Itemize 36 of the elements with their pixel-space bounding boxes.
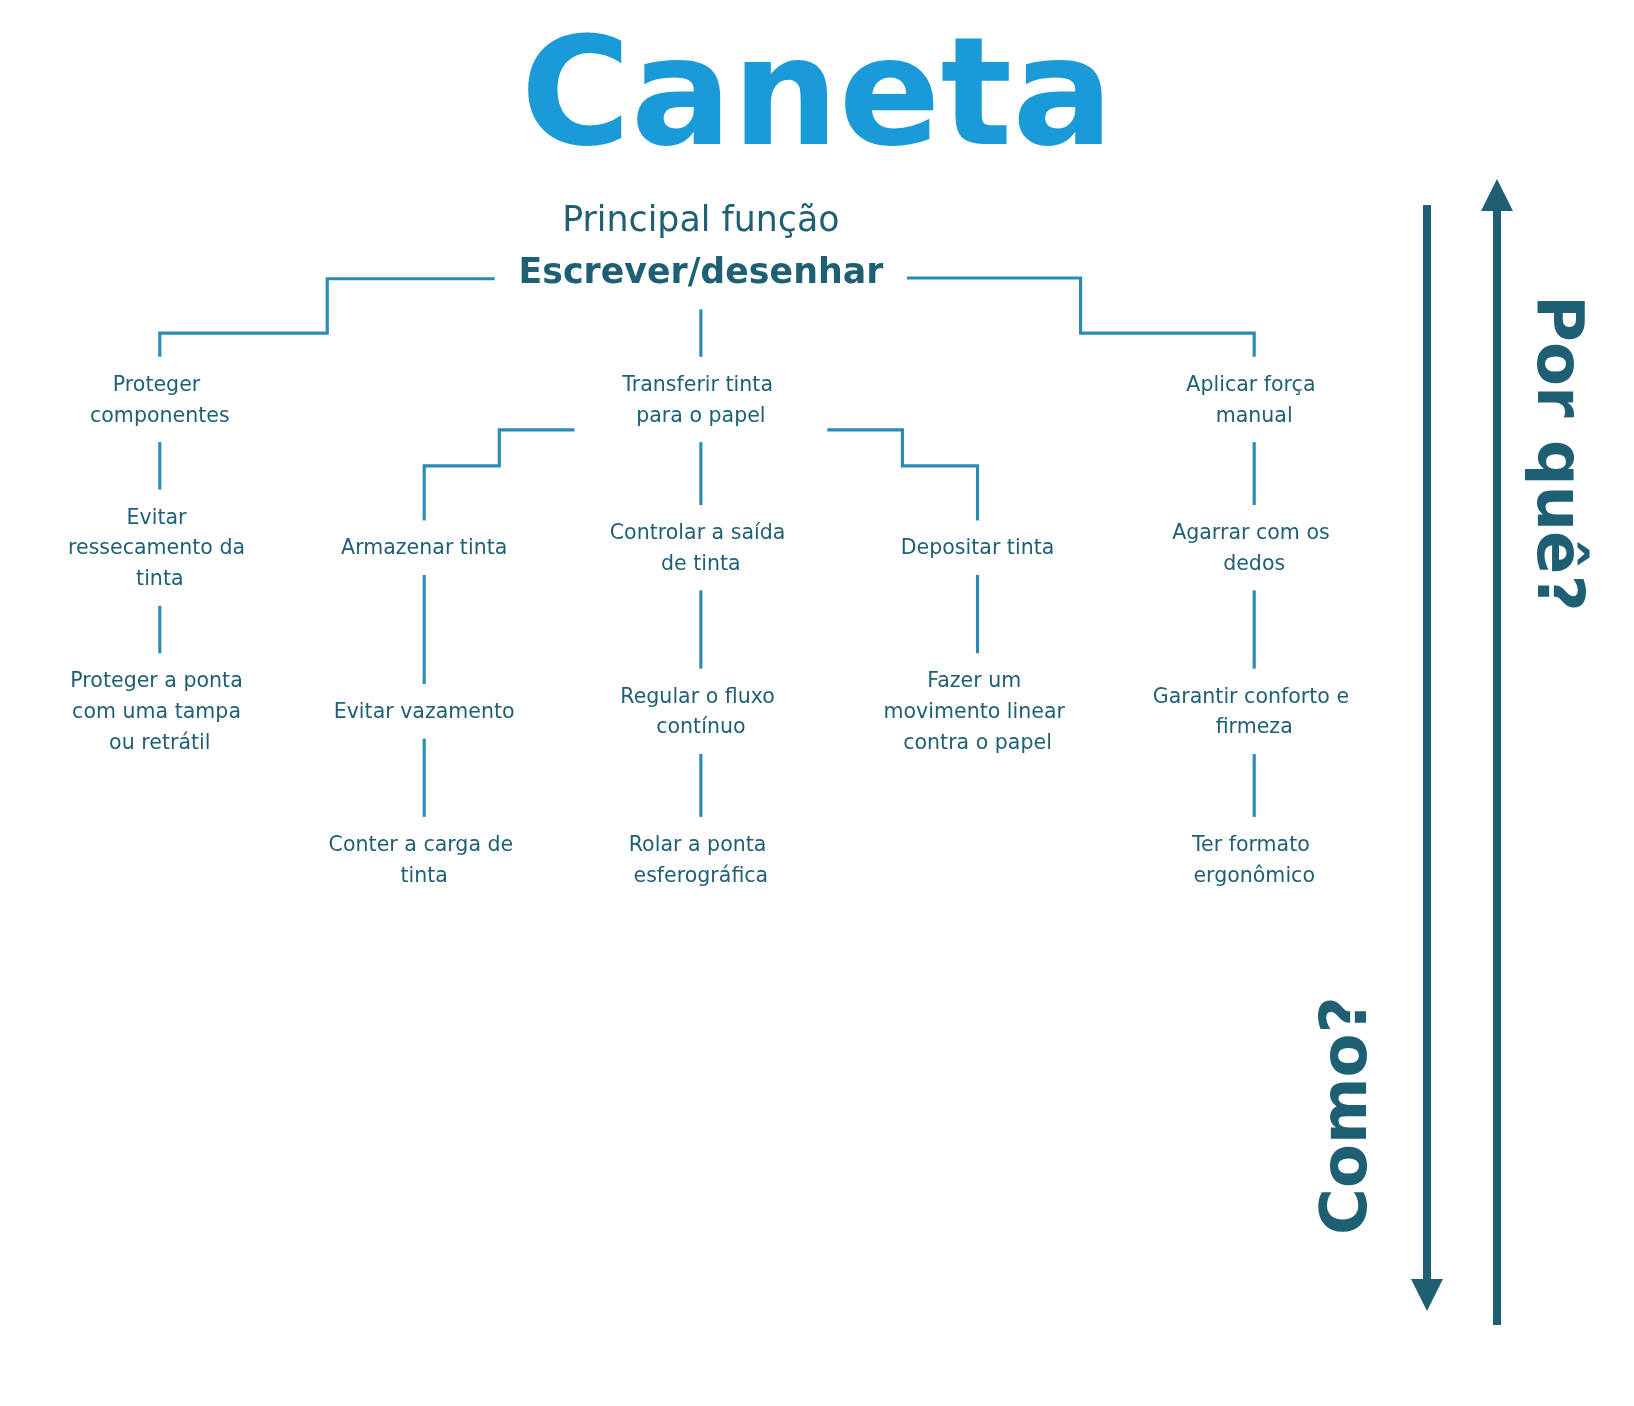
node-text: Controlar a saída de tinta [609,520,786,575]
node-text: Armazenar tinta [341,535,508,560]
connector [907,276,1256,359]
connector [422,428,575,523]
connector [158,604,162,655]
connector [1252,440,1256,507]
node-text: Ter formato ergonômico [1192,831,1315,887]
connector [1252,588,1256,671]
node-text: Garantir conforto e firmeza [1152,683,1350,739]
node-text: Proteger a ponta com uma tampa ou retrátil [70,668,243,754]
node-text: Proteger componentes [89,371,230,427]
node-text: Agarrar com os dedos [1172,520,1330,575]
node-text: Transferir tinta para o papel [622,371,773,427]
connector [158,277,495,359]
axis-label: Por quê? [1523,295,1597,612]
connector [422,573,426,686]
connector [1252,752,1256,819]
node-text: Depositar tinta [900,535,1055,560]
connector [158,440,162,492]
axis-label: Como? [1307,996,1381,1235]
connector [827,428,980,523]
connector [699,440,703,507]
node-text: Rolar a ponta esferográfica [628,831,769,887]
node-text: Regular o fluxo contínuo [620,683,775,739]
connector [699,752,703,819]
node-text: Aplicar força manual [1186,371,1316,427]
connector [975,573,980,655]
node-text: Evitar ressecamento da tinta [67,504,246,590]
connector [422,737,426,819]
node-text: Conter a carga de tinta [328,831,514,887]
connector [699,588,703,671]
title: Caneta [519,10,1115,175]
node-text: Principal função Escrever/desenhar [518,198,884,292]
node-text: Fazer um movimento linear contra o papel [883,668,1065,754]
node-text: Evitar vazamento [333,699,515,723]
connector [699,307,703,359]
